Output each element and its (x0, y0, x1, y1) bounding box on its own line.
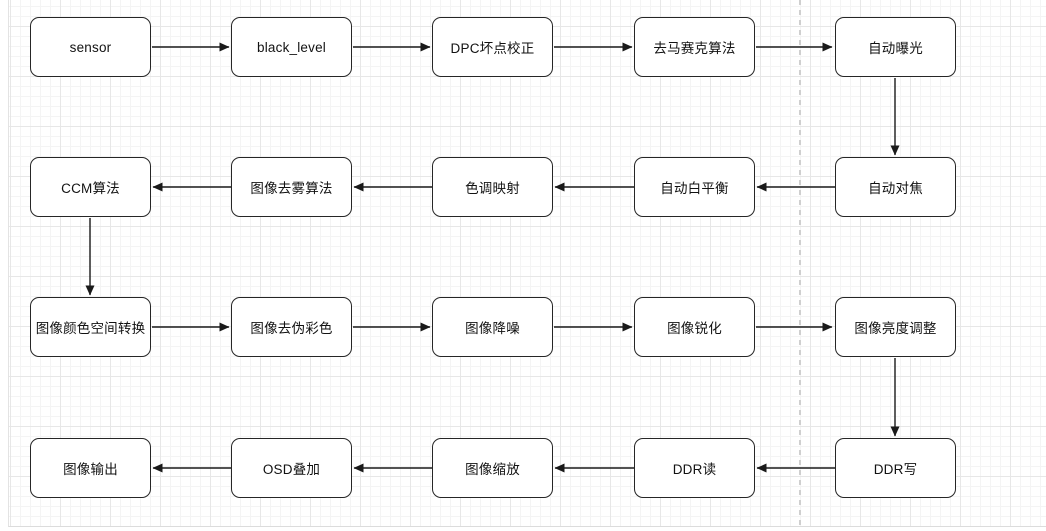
node-label: 图像缩放 (465, 462, 520, 477)
node-dpc-correction[interactable]: DPC坏点校正 (432, 17, 553, 77)
node-label: 图像去雾算法 (250, 181, 333, 196)
node-label: OSD叠加 (262, 462, 321, 477)
node-label: sensor (69, 39, 112, 55)
node-ccm[interactable]: CCM算法 (30, 157, 151, 217)
node-demosaic[interactable]: 去马赛克算法 (634, 17, 755, 77)
node-ddr-read[interactable]: DDR读 (634, 438, 755, 498)
node-auto-focus[interactable]: 自动对焦 (835, 157, 956, 217)
node-tone-mapping[interactable]: 色调映射 (432, 157, 553, 217)
node-label: 色调映射 (465, 181, 520, 196)
node-label: DPC坏点校正 (450, 41, 535, 56)
node-label: black_level (257, 39, 326, 55)
node-sharpen[interactable]: 图像锐化 (634, 297, 755, 357)
node-image-scale[interactable]: 图像缩放 (432, 438, 553, 498)
node-auto-white-balance[interactable]: 自动白平衡 (634, 157, 755, 217)
node-label: DDR读 (672, 462, 717, 477)
node-label: 自动白平衡 (660, 181, 729, 196)
node-label: 图像颜色空间转换 (35, 321, 146, 336)
node-label: 去马赛克算法 (653, 41, 736, 56)
node-ddr-write[interactable]: DDR写 (835, 438, 956, 498)
node-sensor[interactable]: sensor (30, 17, 151, 77)
node-denoise[interactable]: 图像降噪 (432, 297, 553, 357)
node-label: 图像去伪彩色 (250, 321, 333, 336)
node-defog[interactable]: 图像去雾算法 (231, 157, 352, 217)
node-brightness-adjust[interactable]: 图像亮度调整 (835, 297, 956, 357)
node-auto-exposure[interactable]: 自动曝光 (835, 17, 956, 77)
node-label: 自动对焦 (868, 181, 923, 196)
node-label: 图像输出 (63, 462, 118, 477)
node-osd-overlay[interactable]: OSD叠加 (231, 438, 352, 498)
node-label: 图像降噪 (465, 321, 520, 336)
node-color-space-convert[interactable]: 图像颜色空间转换 (30, 297, 151, 357)
node-label: 图像锐化 (667, 321, 722, 336)
page-break-line (799, 0, 801, 526)
node-label: 图像亮度调整 (854, 321, 937, 336)
node-label: CCM算法 (61, 181, 120, 196)
node-defalse-color[interactable]: 图像去伪彩色 (231, 297, 352, 357)
node-image-output[interactable]: 图像输出 (30, 438, 151, 498)
node-label: DDR写 (873, 462, 918, 477)
node-label: 自动曝光 (868, 41, 923, 56)
node-black-level[interactable]: black_level (231, 17, 352, 77)
